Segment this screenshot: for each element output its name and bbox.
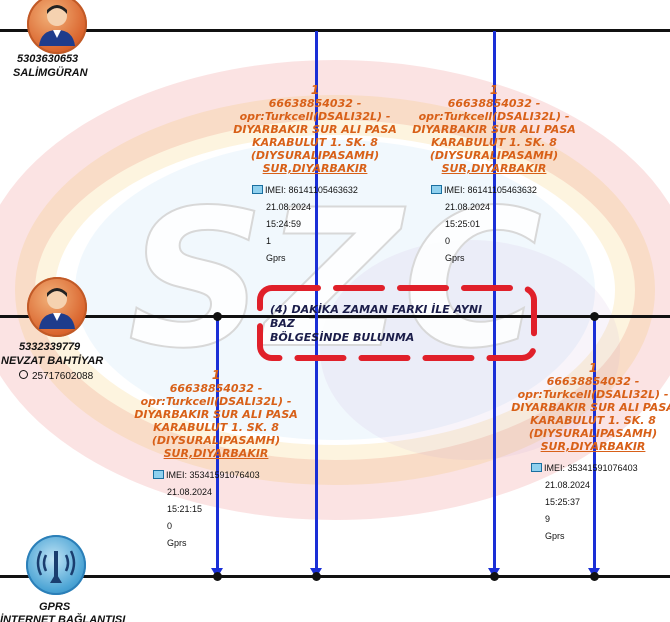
person-id-value: 25717602088 — [32, 371, 94, 382]
record-city: SUR,DIYARBAKIR — [441, 162, 547, 175]
record-line: opr:Turkcell(DSALI32L) - — [140, 395, 292, 408]
device-icon — [531, 463, 542, 472]
record-value: 1 — [266, 236, 272, 246]
person-name: SALİMGÜRAN — [13, 67, 88, 79]
record-line: KARABULUT 1. SK. 8 — [252, 136, 378, 149]
circle-icon — [19, 370, 28, 379]
person-phone: 5332339779 — [19, 341, 81, 353]
record-location: 66638854032 - opr:Turkcell(DSALI32L) - D… — [131, 382, 301, 460]
record-details: IMEI: 35341591076403 21.08.2024 15:25:37… — [531, 460, 638, 545]
record-imei: IMEI: 35341591076403 — [544, 463, 638, 473]
record-details: IMEI: 35341591076403 21.08.2024 15:21:15… — [153, 467, 260, 552]
record-count: 1 — [310, 83, 320, 97]
record-line: 66638854032 - — [169, 382, 263, 395]
record-line: KARABULUT 1. SK. 8 — [530, 414, 656, 427]
record-line: (DIYSURALIPASAMH) — [250, 149, 380, 162]
record-imei: IMEI: 35341591076403 — [166, 470, 260, 480]
record-city: SUR,DIYARBAKIR — [262, 162, 368, 175]
record-line: DIYARBAKIR SUR ALI PASA — [233, 123, 397, 136]
record-type: Gprs — [445, 253, 465, 263]
record-details: IMEI: 86141105463632 21.08.2024 15:24:59… — [252, 182, 358, 267]
record-line: 66638854032 - — [268, 97, 362, 110]
record-line: opr:Turkcell(DSALI32L) - — [239, 110, 391, 123]
record-location: 66638854032 - opr:Turkcell(DSALI32L) - D… — [230, 97, 400, 175]
record-line: KARABULUT 1. SK. 8 — [431, 136, 557, 149]
watermark-text: SZC — [128, 169, 542, 390]
lane-line-nevzat — [0, 315, 670, 318]
record-line: opr:Turkcell(DSALI32L) - — [517, 388, 669, 401]
record-time: 15:21:15 — [167, 504, 203, 514]
record-date: 21.08.2024 — [167, 487, 213, 497]
record-date: 21.08.2024 — [266, 202, 312, 212]
record-time: 15:24:59 — [266, 219, 302, 229]
record-value: 0 — [445, 236, 451, 246]
node-dot — [590, 572, 599, 581]
record-line: 66638854032 - — [546, 375, 640, 388]
node-dot — [213, 312, 222, 321]
device-icon — [431, 185, 442, 194]
record-count: 1 — [211, 368, 221, 382]
record-label[interactable]: 1 66638854032 - opr:Turkcell(DSALI32L) -… — [409, 83, 579, 176]
record-time: 15:25:37 — [545, 497, 581, 507]
device-icon — [153, 470, 164, 479]
record-line: (DIYSURALIPASAMH) — [528, 427, 658, 440]
connector-line[interactable] — [493, 31, 496, 568]
gprs-sublabel: İNTERNET BAĞLANTISI — [0, 614, 126, 622]
node-dot — [312, 572, 321, 581]
record-label[interactable]: 1 66638854032 - opr:Turkcell(DSALI32L) -… — [508, 361, 670, 454]
record-location: 66638854032 - opr:Turkcell(DSALI32L) - D… — [409, 97, 579, 175]
record-date: 21.08.2024 — [445, 202, 491, 212]
node-dot — [213, 572, 222, 581]
record-label[interactable]: 1 66638854032 - opr:Turkcell(DSALI32L) -… — [230, 83, 400, 176]
person-avatar-icon[interactable] — [27, 277, 87, 337]
record-line: DIYARBAKIR SUR ALI PASA — [511, 401, 670, 414]
annotation-line: (4) DAKİKA ZAMAN FARKI İLE AYNI — [270, 303, 483, 316]
record-details: IMEI: 86141105463632 21.08.2024 15:25:01… — [431, 182, 537, 267]
annotation-text[interactable]: (4) DAKİKA ZAMAN FARKI İLE AYNI BAZ BÖLG… — [270, 303, 482, 345]
person-avatar-icon[interactable] — [27, 0, 87, 54]
lane-line-salim — [0, 29, 670, 32]
record-city: SUR,DIYARBAKIR — [163, 447, 269, 460]
node-dot — [590, 312, 599, 321]
person-name: NEVZAT BAHTİYAR — [1, 355, 104, 367]
lane-line-gprs — [0, 575, 670, 578]
annotation-line: BÖLGESİNDE BULUNMA — [270, 331, 415, 344]
record-date: 21.08.2024 — [545, 480, 591, 490]
record-count: 1 — [489, 83, 499, 97]
annotation-line: BAZ — [270, 317, 295, 330]
record-imei: IMEI: 86141105463632 — [265, 185, 358, 195]
person-id: 25717602088 — [19, 370, 93, 382]
gprs-label: GPRS — [39, 601, 71, 613]
record-imei: IMEI: 86141105463632 — [444, 185, 537, 195]
record-line: KARABULUT 1. SK. 8 — [153, 421, 279, 434]
record-line: DIYARBAKIR SUR ALI PASA — [412, 123, 576, 136]
record-count: 1 — [588, 361, 598, 375]
record-line: opr:Turkcell(DSALI32L) - — [418, 110, 570, 123]
record-value: 0 — [167, 521, 173, 531]
node-dot — [490, 572, 499, 581]
record-line: DIYARBAKIR SUR ALI PASA — [134, 408, 298, 421]
record-time: 15:25:01 — [445, 219, 481, 229]
annotation-frame — [257, 285, 537, 361]
gprs-antenna-icon[interactable] — [26, 535, 86, 595]
device-icon — [252, 185, 263, 194]
record-line: 66638854032 - — [447, 97, 541, 110]
record-type: Gprs — [167, 538, 187, 548]
record-type: Gprs — [266, 253, 286, 263]
record-line: (DIYSURALIPASAMH) — [151, 434, 281, 447]
record-type: Gprs — [545, 531, 565, 541]
record-location: 66638854032 - opr:Turkcell(DSALI32L) - D… — [508, 375, 670, 453]
connector-line[interactable] — [216, 318, 219, 568]
connector-line[interactable] — [315, 31, 318, 568]
record-value: 9 — [545, 514, 551, 524]
record-city: SUR,DIYARBAKIR — [540, 440, 646, 453]
person-phone: 5303630653 — [17, 53, 79, 65]
record-label[interactable]: 1 66638854032 - opr:Turkcell(DSALI32L) -… — [131, 368, 301, 461]
record-line: (DIYSURALIPASAMH) — [429, 149, 559, 162]
connector-line[interactable] — [593, 318, 596, 568]
